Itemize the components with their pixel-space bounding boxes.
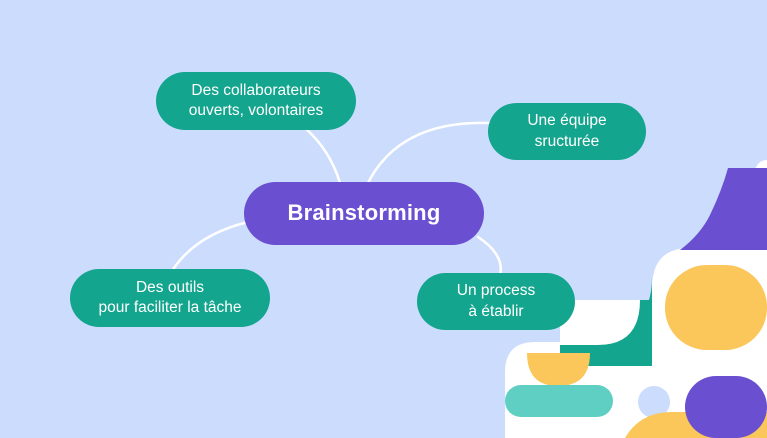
deco-white-cut (560, 300, 640, 345)
connectors (170, 121, 502, 277)
node-outils: Des outils pour faciliter la tâche (70, 269, 270, 327)
deco-yellow-half (527, 353, 590, 386)
connector-outils (170, 220, 250, 273)
node-process: Un process à établir (417, 273, 575, 330)
connector-equipe (366, 121, 492, 185)
node-collaborateurs: Des collaborateurs ouverts, volontaires (156, 72, 356, 130)
decorative-shapes (505, 160, 767, 438)
deco-yellow-pill (665, 265, 767, 350)
connector-process (476, 235, 502, 277)
connector-collab (303, 126, 342, 185)
node-brainstorming: Brainstorming (244, 182, 484, 245)
deco-light-teal-bar (505, 385, 613, 417)
deco-light-dot (638, 386, 670, 418)
node-equipe: Une équipe sructurée (488, 103, 646, 160)
deco-purple-top (680, 168, 767, 250)
deco-purple-bottom (685, 376, 767, 438)
